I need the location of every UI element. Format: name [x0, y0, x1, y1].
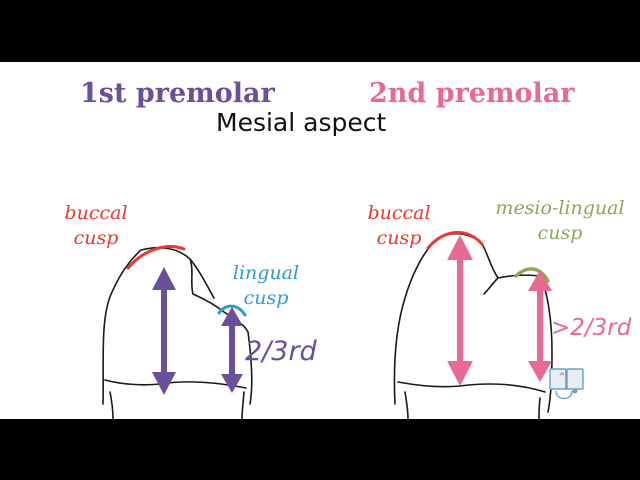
second-premolar-lingual-slope: [483, 277, 499, 295]
first-premolar-lingual-cusp-label: lingual cusp: [228, 261, 304, 311]
first-premolar-title: 1st premolar: [80, 78, 275, 109]
first-premolar-crown-outline: [102, 246, 253, 405]
first-premolar-ratio-label: 2/3rd: [245, 336, 317, 367]
book-stethoscope-logo-icon: [549, 368, 584, 400]
second-premolar-crown-outline: [393, 232, 553, 413]
first-premolar-lingual-height-arrow: [221, 307, 243, 393]
second-premolar-mesio-lingual-cusp-highlight: [514, 267, 550, 283]
first-premolar-lingual-cusp-highlight: [217, 304, 247, 317]
first-premolar-tooth: [102, 246, 253, 419]
first-premolar-buccal-cusp-text: buccal cusp: [64, 202, 128, 249]
second-premolar-lingual-height-arrow: [528, 270, 552, 382]
second-premolar-title: 2nd premolar: [369, 78, 575, 109]
first-premolar-lingual-bump: [189, 258, 215, 299]
first-premolar-lingual-cusp-text: lingual cusp: [232, 262, 300, 309]
premolar-diagram: [102, 231, 584, 419]
second-premolar-cej-line: [397, 381, 546, 393]
second-premolar-mesio-lingual-cusp-label: mesio-lingual cusp: [488, 196, 632, 246]
second-premolar-buccal-height-arrow: [447, 235, 473, 386]
second-premolar-tooth: [393, 232, 553, 419]
second-premolar-buccal-cusp-text: buccal cusp: [367, 202, 431, 249]
first-premolar-root-right: [241, 391, 245, 419]
second-premolar-root-left: [404, 391, 409, 419]
first-premolar-cej-line: [104, 379, 247, 389]
slide-panel: 1st premolar 2nd premolar Mesial aspect: [0, 62, 640, 419]
first-premolar-buccal-cusp-highlight: [126, 245, 186, 270]
aspect-subtitle: Mesial aspect: [216, 108, 387, 137]
first-premolar-root-left: [109, 391, 114, 419]
second-premolar-root-right: [538, 397, 541, 419]
second-premolar-buccal-cusp-highlight: [426, 231, 484, 250]
first-premolar-buccal-height-arrow: [152, 267, 176, 395]
second-premolar-mesio-lingual-cusp-text: mesio-lingual cusp: [495, 197, 625, 244]
first-premolar-buccal-cusp-label: buccal cusp: [60, 201, 132, 251]
second-premolar-buccal-cusp-label: buccal cusp: [361, 201, 437, 251]
second-premolar-ratio-label: >2/3rd: [551, 315, 632, 341]
